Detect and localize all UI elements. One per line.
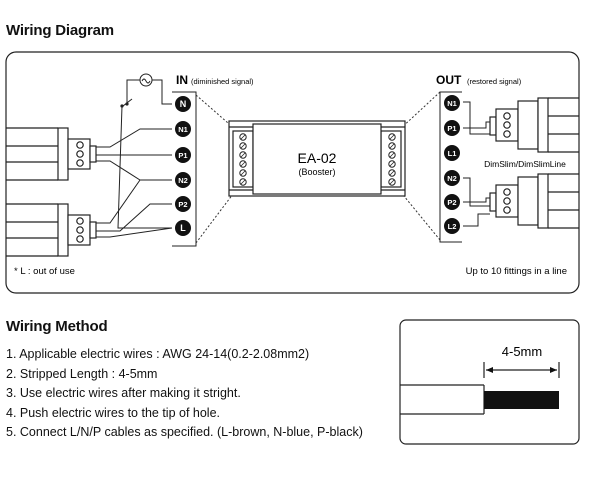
svg-text:N2: N2 xyxy=(447,174,457,183)
switch-lamp-icon xyxy=(139,73,153,87)
out-label: OUT xyxy=(436,73,462,87)
list-item: 4. Push electric wires to the tip of hol… xyxy=(6,405,220,420)
svg-text:L: L xyxy=(180,223,186,233)
wiring-diagram-title: Wiring Diagram xyxy=(6,22,114,39)
right-fixture-lower xyxy=(489,173,579,229)
left-wiring xyxy=(96,79,173,238)
diagram-frame xyxy=(5,51,580,294)
svg-text:N2: N2 xyxy=(178,176,188,185)
svg-text:N1: N1 xyxy=(447,99,457,108)
left-fixture-lower xyxy=(6,203,97,257)
out-note: (restored signal) xyxy=(467,77,522,86)
exposed-conductor xyxy=(484,391,559,409)
in-terminal-p1: P1 xyxy=(175,147,191,163)
svg-text:P2: P2 xyxy=(447,198,456,207)
svg-text:L2: L2 xyxy=(448,222,457,231)
left-fixture-upper xyxy=(6,127,97,181)
fixture-label: DimSlim/DimSlimLine xyxy=(484,159,566,169)
svg-text:P1: P1 xyxy=(178,151,187,160)
list-item: 2. Stripped Length : 4-5mm xyxy=(6,366,158,381)
fittings-note: Up to 10 fittings in a line xyxy=(466,266,567,277)
in-terminal-l: L xyxy=(175,220,191,236)
out-terminal-l2: L2 xyxy=(444,218,460,234)
out-terminal-block xyxy=(439,91,462,243)
in-terminal-block xyxy=(172,91,197,247)
device-name: EA-02 xyxy=(298,150,337,166)
in-terminal-n: N xyxy=(175,96,191,112)
out-terminal-n2: N2 xyxy=(444,170,460,186)
dimension-arrow-right-icon xyxy=(550,367,557,373)
stripped-wire-illustration xyxy=(400,362,560,415)
out-terminal-n1: N1 xyxy=(444,95,460,111)
list-item: 5. Connect L/N/P cables as specified. (L… xyxy=(6,425,363,439)
device-screw-terminals xyxy=(239,133,396,186)
svg-text:P1: P1 xyxy=(447,124,456,133)
right-wiring xyxy=(463,101,490,227)
right-fixture-upper xyxy=(489,97,579,153)
svg-text:N: N xyxy=(180,99,187,109)
strip-length-figure-frame xyxy=(399,319,580,445)
in-label: IN xyxy=(176,73,188,87)
device-subtitle: (Booster) xyxy=(298,167,335,177)
list-item: 3. Use electric wires after making it st… xyxy=(6,386,241,400)
wiring-method-steps: 1. Applicable electric wires : AWG 24-14… xyxy=(6,345,363,443)
ea-02-booster-device xyxy=(228,120,406,197)
footnote: * L : out of use xyxy=(14,266,75,277)
list-item: 1. Applicable electric wires : AWG 24-14… xyxy=(6,347,310,361)
dimension-arrow-left-icon xyxy=(486,367,493,373)
wiring-method-title: Wiring Method xyxy=(6,318,108,335)
in-terminal-p2: P2 xyxy=(175,196,191,212)
out-terminal-p1: P1 xyxy=(444,120,460,136)
out-terminal-p2: P2 xyxy=(444,194,460,210)
svg-text:N1: N1 xyxy=(178,125,188,134)
in-note: (diminished signal) xyxy=(191,77,254,86)
out-terminal-l1: L1 xyxy=(444,145,460,161)
in-terminal-n1: N1 xyxy=(175,121,191,137)
strip-length-label: 4-5mm xyxy=(502,344,542,359)
svg-text:P2: P2 xyxy=(178,200,187,209)
svg-text:L1: L1 xyxy=(448,149,457,158)
in-terminal-n2: N2 xyxy=(175,172,191,188)
